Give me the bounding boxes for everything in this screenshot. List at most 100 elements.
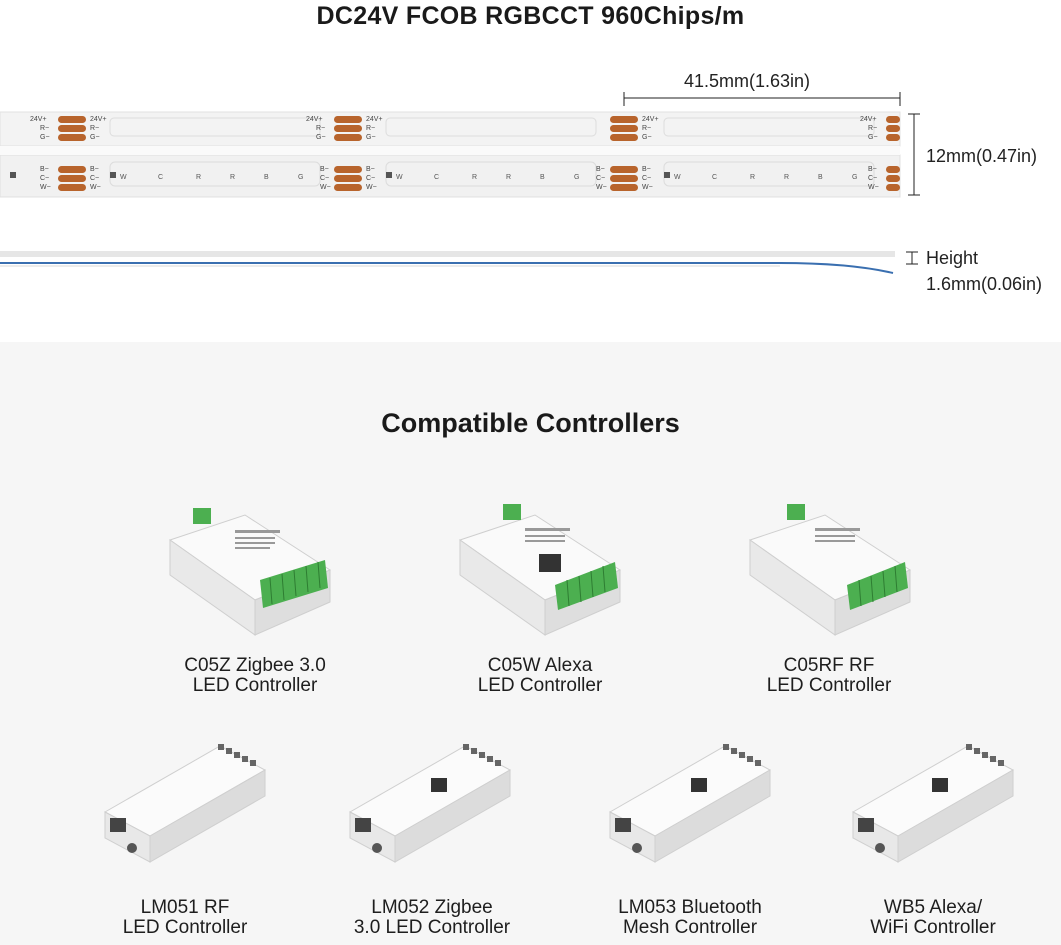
- controller-c05w-line1: C05W Alexa: [487, 655, 593, 676]
- svg-text:24V+: 24V+: [366, 116, 383, 123]
- controller-lm052-name: LM052 Zigbee 3.0 LED Controller: [327, 898, 537, 938]
- svg-text:24V+: 24V+: [90, 116, 107, 123]
- wb5-controller-image: [851, 744, 1015, 863]
- c05rf-controller-image: [748, 504, 912, 636]
- controller-c05z-name: C05Z Zigbee 3.0 LED Controller: [150, 656, 360, 696]
- controller-lm051-line1: LM051 RF: [140, 897, 230, 918]
- svg-text:24V+: 24V+: [860, 116, 877, 123]
- svg-text:W−: W−: [40, 184, 51, 191]
- controller-lm053-line2: Mesh Controller: [622, 917, 758, 938]
- width-dimension-label: 12mm(0.47in): [926, 146, 1038, 166]
- height-dimension-heading: Height: [926, 248, 979, 268]
- svg-text:C−: C−: [366, 175, 375, 182]
- svg-text:B−: B−: [320, 166, 329, 173]
- svg-text:R−: R−: [642, 125, 651, 132]
- svg-text:W−: W−: [320, 184, 331, 191]
- svg-text:W−: W−: [868, 184, 879, 191]
- controller-wb5-line1: WB5 Alexa/: [883, 897, 983, 918]
- svg-text:24V+: 24V+: [642, 116, 659, 123]
- lm052-controller-image: [348, 744, 512, 863]
- strip-upper-band: [0, 111, 901, 147]
- svg-text:B−: B−: [90, 166, 99, 173]
- controller-c05w-line2: LED Controller: [477, 675, 603, 696]
- svg-text:R: R: [506, 174, 511, 181]
- svg-text:G: G: [574, 174, 579, 181]
- section-title: Compatible Controllers: [381, 408, 680, 438]
- controller-c05z-line1: C05Z Zigbee 3.0: [184, 655, 326, 676]
- svg-text:G−: G−: [642, 134, 652, 141]
- controller-lm051-line2: LED Controller: [122, 917, 248, 938]
- svg-text:R: R: [472, 174, 477, 181]
- controller-lm051-name: LM051 RF LED Controller: [80, 898, 290, 938]
- svg-text:G−: G−: [366, 134, 376, 141]
- controller-lm053-name: LM053 Bluetooth Mesh Controller: [585, 898, 795, 938]
- svg-text:B−: B−: [642, 166, 651, 173]
- svg-text:W−: W−: [366, 184, 377, 191]
- svg-text:C−: C−: [868, 175, 877, 182]
- svg-text:C: C: [158, 174, 163, 181]
- svg-text:G−: G−: [316, 134, 326, 141]
- svg-text:C−: C−: [40, 175, 49, 182]
- lm053-controller-image: [608, 744, 772, 863]
- c05w-controller-image: [458, 504, 622, 636]
- controller-c05rf-line2: LED Controller: [766, 675, 892, 696]
- svg-text:B: B: [264, 174, 269, 181]
- svg-text:G−: G−: [90, 134, 100, 141]
- strip-center-gap: [0, 146, 900, 155]
- spec-title: DC24V FCOB RGBCCT 960Chips/m: [316, 2, 745, 30]
- svg-text:W−: W−: [596, 184, 607, 191]
- c05z-controller-image: [168, 508, 332, 636]
- svg-text:24V+: 24V+: [306, 116, 323, 123]
- controller-c05rf-line1: C05RF RF: [783, 655, 875, 676]
- svg-text:C−: C−: [90, 175, 99, 182]
- svg-text:W: W: [396, 174, 403, 181]
- svg-text:B−: B−: [596, 166, 605, 173]
- controller-lm052-line2: 3.0 LED Controller: [353, 917, 511, 938]
- svg-text:R: R: [196, 174, 201, 181]
- svg-text:W: W: [674, 174, 681, 181]
- svg-text:R−: R−: [40, 125, 49, 132]
- svg-text:R: R: [784, 174, 789, 181]
- svg-text:C−: C−: [642, 175, 651, 182]
- controller-lm053-line1: LM053 Bluetooth: [618, 897, 762, 918]
- controller-c05rf-name: C05RF RF LED Controller: [724, 656, 934, 696]
- svg-text:C: C: [434, 174, 439, 181]
- height-dimension-marker: [906, 251, 918, 265]
- copper-pads: [58, 116, 900, 191]
- led-strip-drawing: 24V+ R− G− B− C− W− 24V+ R− G− B− C− W− 24V+ R− G−…: [0, 92, 920, 274]
- controller-lm052-line1: LM052 Zigbee: [371, 897, 493, 918]
- svg-text:C−: C−: [596, 175, 605, 182]
- svg-text:G−: G−: [40, 134, 50, 141]
- lm051-controller-image: [103, 744, 267, 863]
- strip-lower-band: [0, 154, 901, 198]
- svg-text:B−: B−: [868, 166, 877, 173]
- svg-text:R−: R−: [868, 125, 877, 132]
- svg-text:R: R: [750, 174, 755, 181]
- svg-text:G−: G−: [868, 134, 878, 141]
- strip-side-profile: [0, 251, 895, 274]
- svg-text:R−: R−: [316, 125, 325, 132]
- svg-text:R−: R−: [90, 125, 99, 132]
- svg-text:R−: R−: [366, 125, 375, 132]
- strip-spec-section: DC24V FCOB RGBCCT 960Chips/m 41.5mm(1.63…: [0, 0, 1061, 342]
- svg-text:B−: B−: [366, 166, 375, 173]
- controller-wb5-name: WB5 Alexa/ WiFi Controller: [828, 898, 1038, 938]
- svg-text:B−: B−: [40, 166, 49, 173]
- length-dimension-label: 41.5mm(1.63in): [684, 71, 811, 91]
- svg-text:W: W: [120, 174, 127, 181]
- svg-text:W−: W−: [90, 184, 101, 191]
- svg-text:G: G: [852, 174, 857, 181]
- controller-c05z-line2: LED Controller: [192, 675, 318, 696]
- width-dimension-line: [908, 113, 920, 196]
- pad-labels: 24V+ R− G− B− C− W− 24V+ R− G− B− C− W− 24V+ R− G−…: [30, 116, 879, 191]
- svg-text:W−: W−: [642, 184, 653, 191]
- length-dimension-line: [623, 92, 901, 106]
- svg-text:B: B: [540, 174, 545, 181]
- height-dimension-value: 1.6mm(0.06in): [926, 274, 1043, 294]
- svg-text:G: G: [298, 174, 303, 181]
- svg-text:B: B: [818, 174, 823, 181]
- svg-text:R: R: [230, 174, 235, 181]
- svg-text:C: C: [712, 174, 717, 181]
- svg-text:24V+: 24V+: [30, 116, 47, 123]
